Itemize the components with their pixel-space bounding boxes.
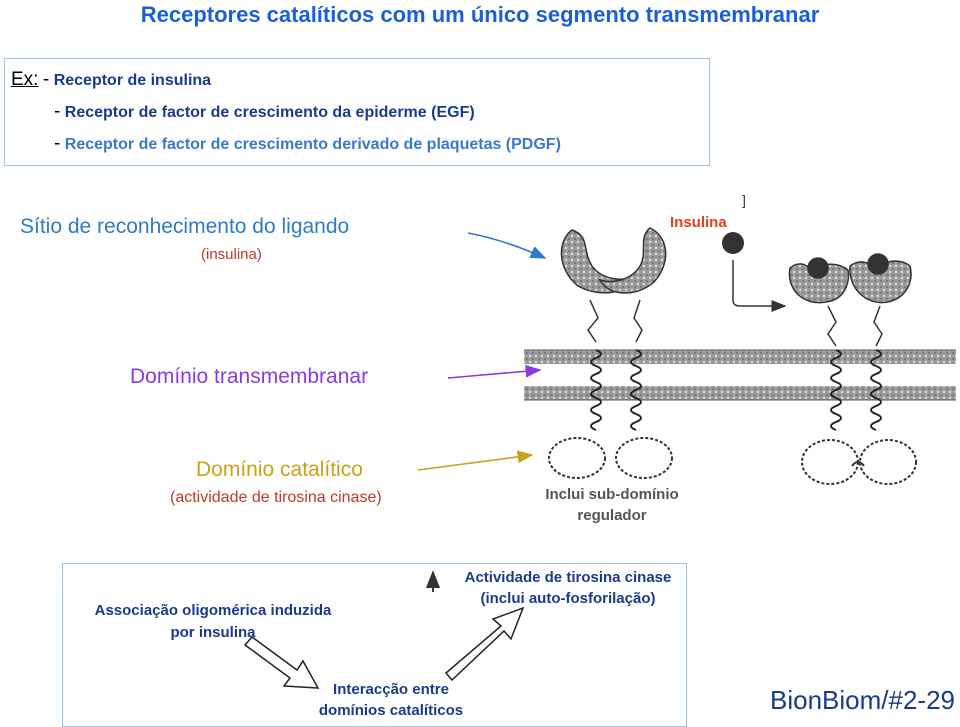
mechanism-box: Associação oligomérica induzida por insu…	[62, 563, 687, 727]
example-item: Receptor de factor de crescimento da epi…	[64, 104, 475, 121]
insulin-binding-arrow	[732, 260, 787, 312]
ligand-site-arrow	[467, 232, 547, 259]
example-item: Receptor de insulina	[53, 72, 212, 89]
catalytic-arrow	[417, 450, 534, 471]
catalytic-contact	[851, 461, 865, 467]
example-item: Receptor de factor de crescimento deriva…	[64, 136, 561, 153]
transmembrane-label: Domínio transmembranar	[130, 365, 369, 388]
example-dash: -	[54, 133, 61, 154]
flow-step3-line1: Actividade de tirosina cinase	[464, 569, 672, 586]
catalytic-domain-left-a	[548, 437, 606, 479]
transmembrane-arrow	[447, 364, 542, 379]
examples-prefix: Ex:	[11, 69, 39, 90]
subdomain-label-line1: Inclui sub-domínio	[545, 486, 679, 503]
flow-step2-line2: domínios catalíticos	[318, 702, 464, 719]
cell-membrane	[524, 349, 956, 401]
receptor-inactive	[560, 227, 667, 343]
flow-step1-line1: Associação oligomérica induzida	[94, 602, 332, 619]
ligand-site-label: Sítio de reconhecimento do ligando	[20, 215, 350, 238]
catalytic-domain-left-b	[615, 437, 673, 479]
catalytic-domain-right-b	[859, 439, 917, 485]
example-dash: -	[54, 101, 61, 122]
catalytic-domain-right-a	[801, 439, 859, 485]
insulin-label: Insulina	[670, 214, 727, 231]
flow-arrow-2	[444, 606, 525, 682]
flow-step2-line1: Interacção entre	[333, 681, 449, 698]
catalytic-domain-label: Domínio catalítico	[196, 458, 363, 481]
transmembrane-helix	[830, 349, 882, 431]
examples-box: Ex: - Receptor de insulina - Receptor de…	[4, 58, 710, 166]
flow-arrow-1	[243, 635, 320, 689]
subdomain-label-line2: regulador	[577, 507, 647, 524]
flow-step1-line2: por insulina	[170, 624, 256, 641]
ligand-site-sublabel: (insulina)	[201, 246, 262, 263]
page-title: Receptores catalíticos com um único segm…	[140, 2, 820, 27]
example-dash: -	[42, 69, 50, 90]
insulin-molecule	[722, 232, 744, 254]
bracket-icon: ]	[742, 192, 746, 208]
example-line-1: Ex: - Receptor de insulina	[11, 69, 211, 91]
transmembrane-helix	[590, 349, 642, 431]
catalytic-domain-sublabel: (actividade de tirosina cinase)	[170, 489, 382, 506]
receptor-active	[788, 253, 912, 347]
example-line-3: - Receptor de factor de crescimento deri…	[54, 133, 561, 155]
slide-footer: BionBiom/#2-29	[770, 685, 955, 715]
flow-step3-line2: (inclui auto-fosforilação)	[480, 590, 656, 607]
example-line-2: - Receptor de factor de crescimento da e…	[54, 101, 475, 123]
